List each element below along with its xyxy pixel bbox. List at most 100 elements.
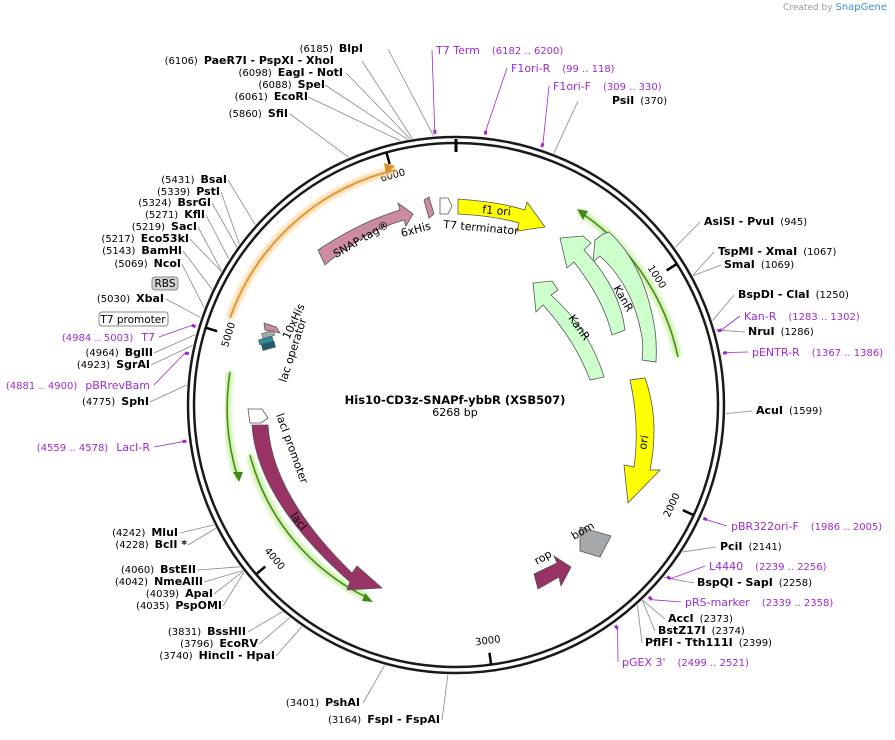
primer-prs-marker[interactable]: pRS-marker(2339 .. 2358) [685,596,833,609]
site-bsrgi[interactable]: BsrGI(5324) [138,196,211,209]
leader-hincii-hpai [275,626,303,657]
site-ncoi[interactable]: NcoI(5069) [114,257,181,270]
site-smai[interactable]: SmaI(1069) [724,258,794,271]
site-name: BglII [125,346,153,359]
site-bamhi[interactable]: BamHI(5143) [102,244,182,257]
site-spei[interactable]: SpeI(6088) [258,78,325,91]
site-blpi[interactable]: BlpI(6185) [300,42,363,55]
primer-range: (309 .. 330) [603,82,662,93]
site-psii[interactable]: PsiI(370) [612,94,667,107]
site-nrui[interactable]: NruI(1286) [748,325,814,338]
lac-operator-feature[interactable] [258,335,274,346]
his6-feature[interactable] [423,196,435,219]
brand-prefix: Created by [783,3,833,13]
his10-feature[interactable] [263,322,281,334]
kanr-outer-feature[interactable] [592,231,657,363]
primer-pentr-r[interactable]: pENTR-R(1367 .. 1386) [752,346,883,359]
primer-laci-r[interactable]: LacI-R(4559 .. 4578) [37,441,151,454]
tick-label-4000: 4000 [262,546,287,573]
site-acci[interactable]: AccI(2373) [668,612,733,625]
leader-bsai [227,179,256,225]
site-eco53ki[interactable]: Eco53kI(5217) [101,232,189,245]
site-nmeaiii[interactable]: NmeAIII(4042) [115,575,203,588]
site-ecorv[interactable]: EcoRV(3796) [180,637,258,650]
t7-promoter-feature[interactable] [261,340,276,351]
primer-range: (4559 .. 4578) [37,443,109,454]
site-pflfi-tth111i[interactable]: PflFI - Tth111I(2399) [645,636,772,649]
site-bcli[interactable]: BclI *(4228) [115,538,187,551]
primer-range: (4984 .. 5003) [62,333,134,344]
site-sfii[interactable]: SfiI(5860) [229,107,288,120]
primer-t7-term[interactable]: T7 Term(6182 .. 6200) [435,44,563,57]
site-sgrai[interactable]: SgrAI(4923) [77,358,150,371]
site-sphi[interactable]: SphI(4775) [82,395,149,408]
primer-range: (2239 .. 2256) [755,562,827,573]
primer-name: pENTR-R [752,346,800,359]
tick-label-2000: 2000 [662,491,683,519]
kanr-inner-feature[interactable] [532,280,605,381]
site-hincii-hpai[interactable]: HincII - HpaI(3740) [159,649,275,662]
t7-terminator-feature[interactable] [439,197,453,215]
site-name: BlpI [339,42,363,55]
ori-feature[interactable] [623,377,661,504]
site-bspqi-sapi[interactable]: BspQI - SapI(2258) [697,576,812,589]
bom-feature[interactable] [579,526,612,558]
site-bspdi-clai[interactable]: BspDI - ClaI(1250) [738,288,849,301]
site-acui[interactable]: AcuI(1599) [756,404,822,417]
site-name: EcoRI [274,90,308,103]
site-position: (6098) [238,68,271,79]
primer-l4440[interactable]: L4440(2239 .. 2256) [709,560,827,573]
site-name: NcoI [154,257,181,270]
site-pshai[interactable]: PshAI(3401) [286,696,360,709]
primer-kan-r[interactable]: Kan-R(1283 .. 1302) [744,310,860,323]
site-name: BsrGI [178,196,211,209]
site-name: PsiI [612,94,634,107]
site-kfli[interactable]: KflI(5271) [145,208,205,221]
primer-pbr322ori-f[interactable]: pBR322ori-F(1986 .. 2005) [731,520,882,533]
site-bstz17i[interactable]: BstZ17I(2374) [658,624,745,637]
f1-ori-feature[interactable] [457,198,546,232]
site-bsai[interactable]: BsaI(5431) [161,173,227,186]
site-mlui[interactable]: MluI(4242) [112,526,178,539]
site-name: TspMI - XmaI [718,245,797,258]
snap-tag-feature[interactable] [317,201,414,266]
rop-feature[interactable] [533,554,572,590]
primer-f1ori-r[interactable]: F1ori-R(99 .. 118) [511,62,615,75]
laci-feature[interactable] [251,424,383,591]
tick-4000 [255,565,267,576]
primer-mark [184,351,190,356]
primer-f1ori-f[interactable]: F1ori-F(309 .. 330) [553,80,662,93]
site-position: (4042) [115,577,148,588]
primer-mark [702,516,708,522]
primer-leader [706,519,728,527]
site-psti[interactable]: PstI(5339) [157,185,220,198]
site-ecori[interactable]: EcoRI(6061) [235,90,308,103]
site-position: (4039) [146,589,179,600]
site-bglii[interactable]: BglII(4964) [86,346,153,359]
his6-label: 6xHis [399,219,432,240]
leader-kfli [205,214,230,260]
site-asisi-pvui[interactable]: AsiSI - PvuI(945) [704,215,807,228]
primer-pgex-3[interactable]: pGEX 3'(2499 .. 2521) [622,656,749,669]
site-eagi-noti[interactable]: EagI - NotI(6098) [238,66,343,79]
site-tspmi-xmai[interactable]: TspMI - XmaI(1067) [718,245,837,258]
leader-bglii [153,334,196,354]
laci-promoter-feature[interactable] [247,408,269,424]
site-pspomi[interactable]: PspOMI(4035) [136,599,222,612]
primer-pbrrevbam[interactable]: pBRrevBam(4881 .. 4900) [6,379,150,392]
site-fspi-fspai[interactable]: FspI - FspAI(3164) [328,713,440,726]
leader-nmeaiii [203,570,243,583]
site-bsteii[interactable]: BstEII(4060) [121,563,196,576]
leader-asisi-pvui [674,221,701,248]
primer-name: pBRrevBam [85,379,150,392]
primer-t7[interactable]: T7(4984 .. 5003) [62,331,155,344]
primer-name: Kan-R [744,310,777,323]
site-xbai[interactable]: XbaI(5030) [97,292,164,305]
leader-bstz17i [641,600,656,632]
site-saci[interactable]: SacI(5219) [132,220,197,233]
site-bsshii[interactable]: BssHII(3831) [168,625,246,638]
site-apai[interactable]: ApaI(4039) [146,587,213,600]
site-paer7i-pspxi-xhoi[interactable]: PaeR7I - PspXI - XhoI(6106) [165,54,334,67]
site-pcii[interactable]: PciI(2141) [720,540,782,553]
